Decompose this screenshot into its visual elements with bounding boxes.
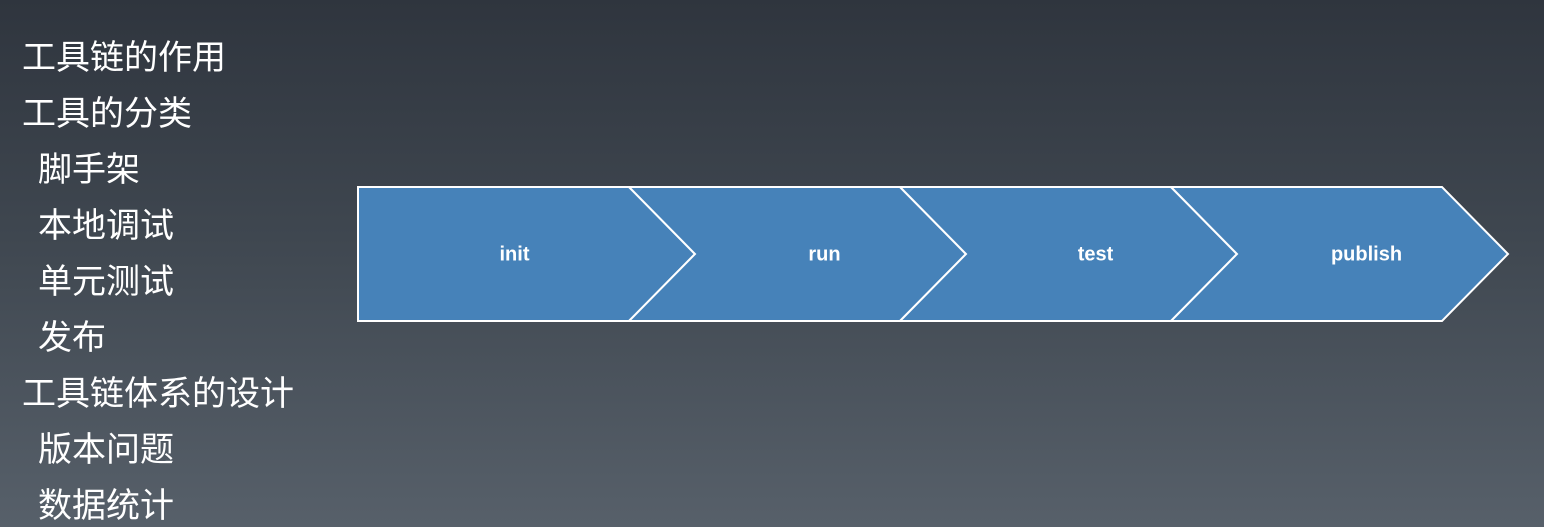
flow-step-test-label: test bbox=[1078, 243, 1114, 265]
flow-steps: init run test publish bbox=[357, 186, 1510, 322]
flow-step-publish-shape bbox=[1168, 186, 1510, 322]
outline-item-unit-testing: 单元测试 bbox=[38, 262, 174, 302]
flow-step-init-label: init bbox=[500, 243, 530, 265]
outline-item-tool-categories: 工具的分类 bbox=[22, 94, 192, 134]
outline-item-publishing: 发布 bbox=[38, 318, 106, 358]
outline-item-toolchain-system-design: 工具链体系的设计 bbox=[22, 374, 294, 414]
outline-item-version-issues: 版本问题 bbox=[38, 430, 174, 470]
outline-item-local-debugging: 本地调试 bbox=[38, 206, 174, 246]
outline-item-toolchain-purpose: 工具链的作用 bbox=[22, 38, 226, 78]
outline-item-data-statistics: 数据统计 bbox=[38, 486, 174, 526]
flow-step-publish-label: publish bbox=[1331, 243, 1402, 265]
outline-item-scaffolding: 脚手架 bbox=[38, 150, 140, 190]
flow-step-run-label: run bbox=[808, 243, 840, 265]
